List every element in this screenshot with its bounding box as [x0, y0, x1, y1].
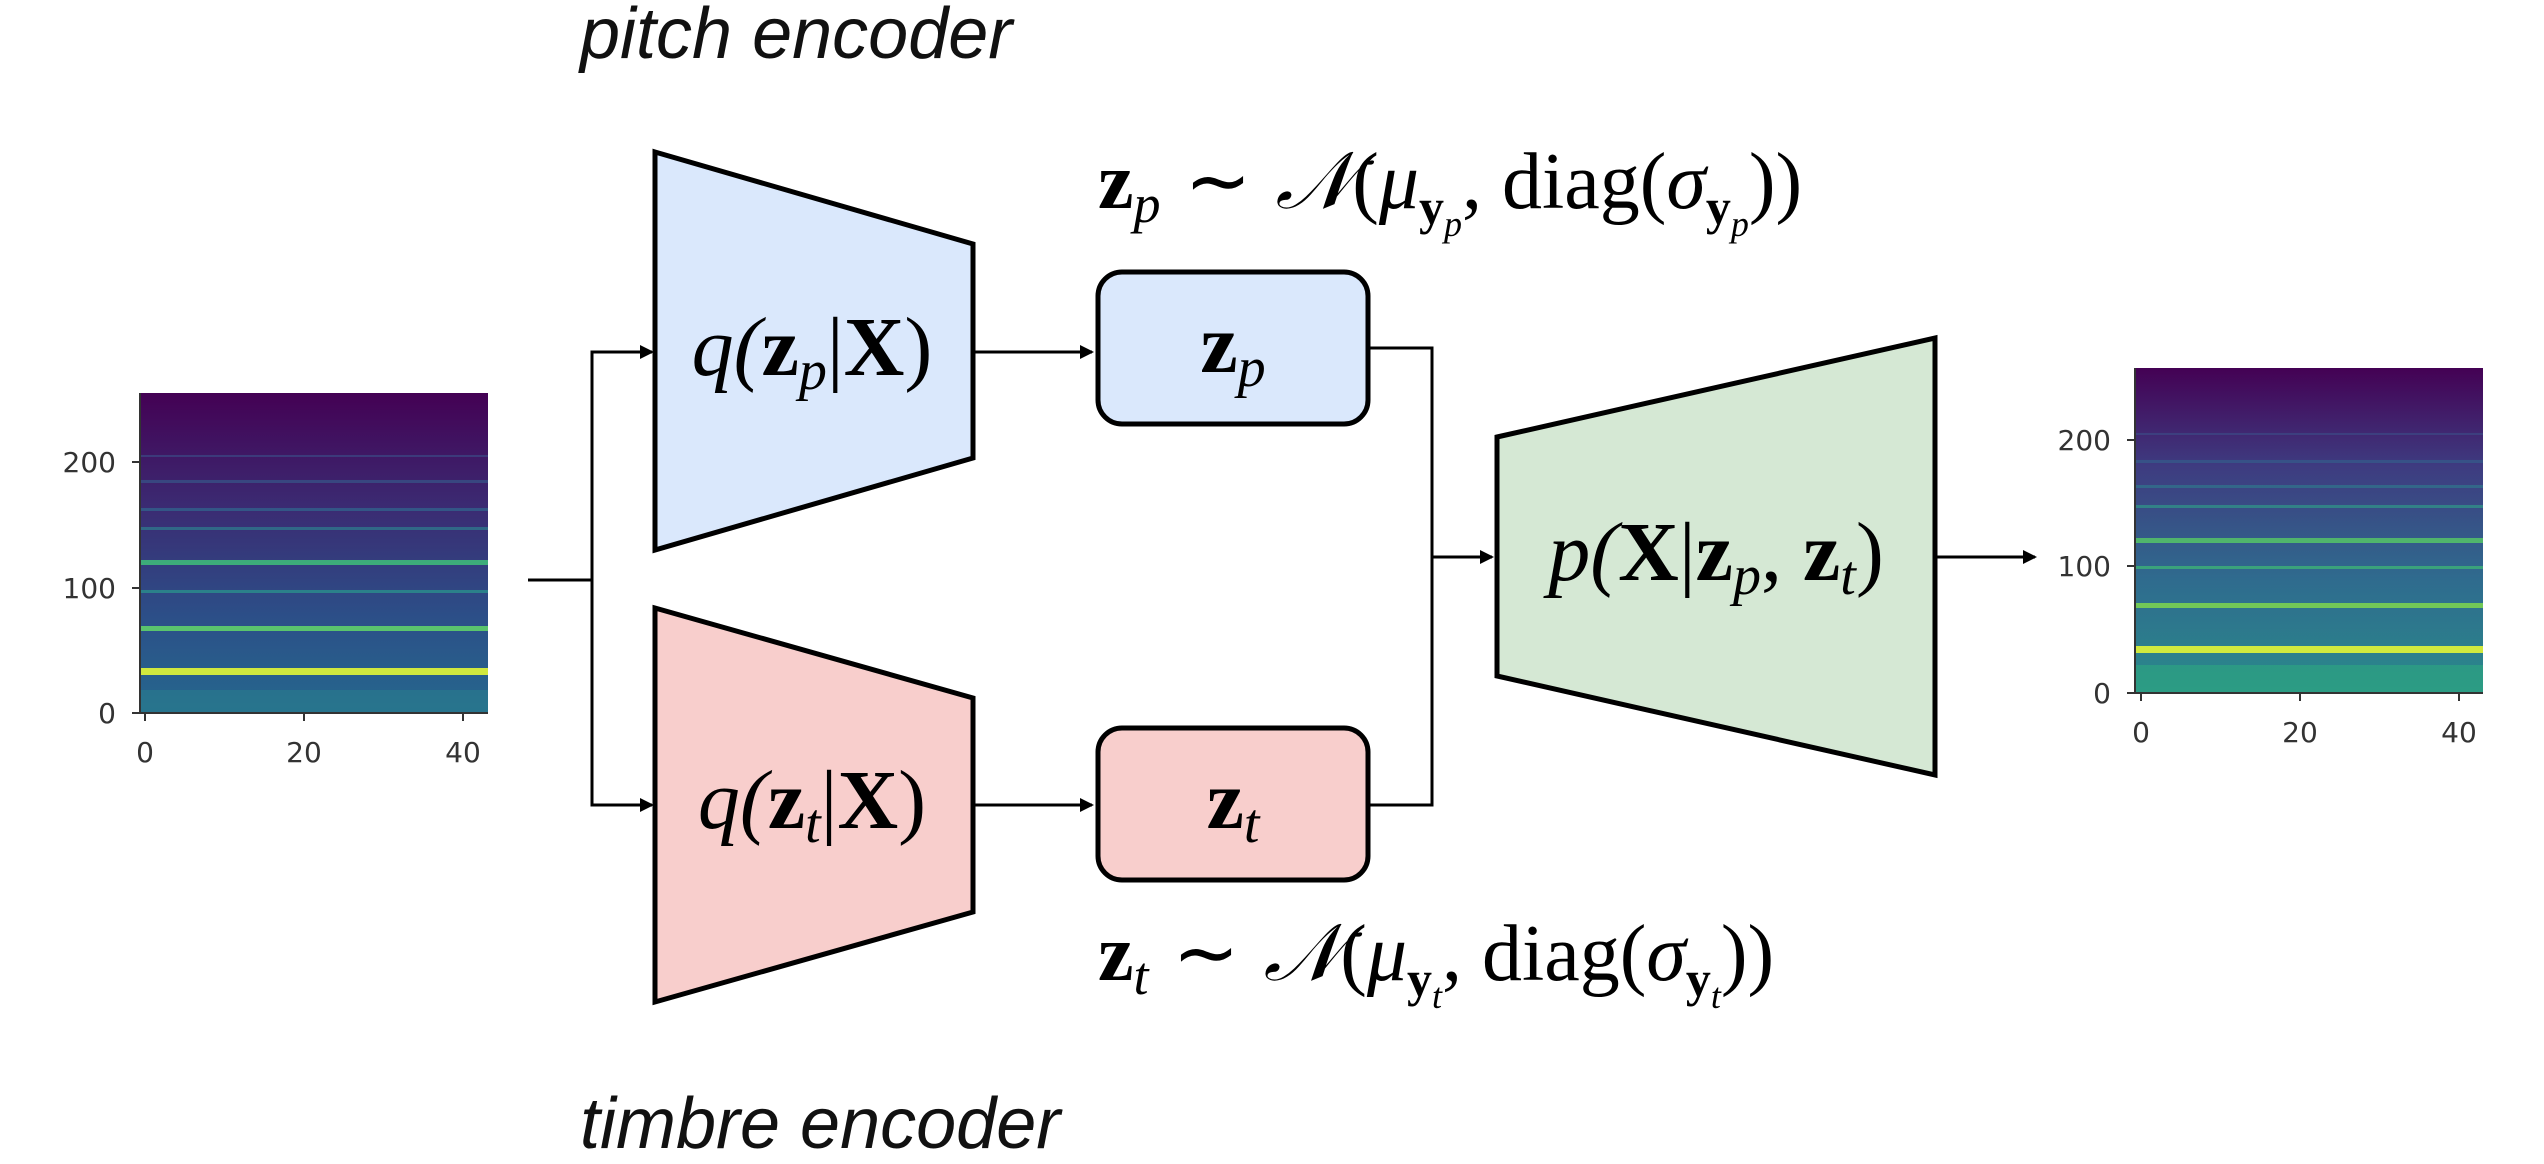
- input-x-tick: 40: [445, 736, 481, 769]
- timbre-encoder-caption: timbre encoder: [580, 1084, 1063, 1164]
- input-to-pitch-arrow: [590, 345, 654, 580]
- input-spectrogram-image: [140, 393, 488, 713]
- output-spectrogram-image: [2135, 368, 2483, 693]
- pitch-encoder-trapezoid: [652, 148, 976, 554]
- output-x-tick: 40: [2441, 716, 2477, 749]
- pitch-encoder-caption: pitch encoder: [578, 0, 1015, 74]
- input-spectrogram: 200 100 0 0 20 40: [63, 393, 488, 769]
- latent-zp-box: [1095, 269, 1371, 427]
- input-x-tick: 20: [286, 736, 322, 769]
- timbre-encoder-trapezoid: [652, 604, 976, 1006]
- output-spectrogram: 200 100 0 0 20 40: [2058, 368, 2483, 749]
- decoder-label: p(X|zp, zt): [1543, 506, 1884, 607]
- latent-merge-wire: [1370, 346, 1434, 807]
- latent-zp-label: zp: [1200, 298, 1265, 399]
- timbre-encoder-label: q(zt|X): [698, 754, 926, 855]
- input-x-tick: 0: [136, 736, 154, 769]
- output-harmonics: [2135, 433, 2483, 693]
- output-x-tick: 20: [2282, 716, 2318, 749]
- pitch-encoder-label: q(zp|X): [692, 301, 933, 402]
- output-y-tick: 0: [2093, 677, 2111, 710]
- output-x-tick: 0: [2132, 716, 2150, 749]
- input-harmonics: [140, 455, 488, 713]
- output-y-tick: 100: [2058, 550, 2111, 583]
- output-y-tick: 200: [2058, 424, 2111, 457]
- prior-zp-formula: zp∼𝒩(μyp, diag(σyp)): [1098, 138, 1802, 244]
- prior-zt-formula: zt∼𝒩(μyt, diag(σyt)): [1098, 910, 1774, 1016]
- input-y-tick: 100: [63, 572, 116, 605]
- input-to-timbre-arrow: [590, 580, 654, 812]
- latent-zt-box: [1095, 725, 1371, 883]
- input-y-tick: 0: [98, 697, 116, 730]
- decoder-trapezoid: [1494, 334, 1938, 779]
- input-y-tick: 200: [63, 446, 116, 479]
- latent-zt-label: zt: [1207, 754, 1261, 855]
